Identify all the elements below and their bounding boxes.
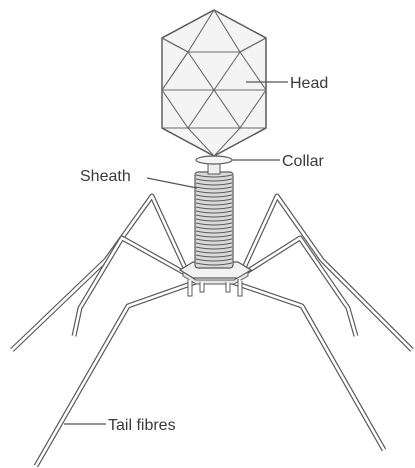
collar-label: Collar	[282, 153, 324, 170]
tail-fibre-4	[36, 282, 196, 466]
tail-fibres-label: Tail fibres	[108, 417, 176, 434]
tail-fibre-5	[232, 282, 384, 450]
head-capsid	[162, 10, 266, 156]
sheath-leader-line	[147, 178, 197, 188]
tail-fibre-outline-3	[240, 238, 356, 336]
collar	[196, 156, 232, 174]
tail-fibre-2	[74, 238, 190, 336]
head-label: Head	[290, 75, 328, 92]
tail-fibre-outline-4	[36, 282, 196, 466]
sheath-label: Sheath	[80, 168, 131, 185]
tail-fibre-3	[240, 238, 356, 336]
tail-fibre-outline-5	[232, 282, 384, 450]
tail-fibre-outline-1	[243, 196, 412, 350]
